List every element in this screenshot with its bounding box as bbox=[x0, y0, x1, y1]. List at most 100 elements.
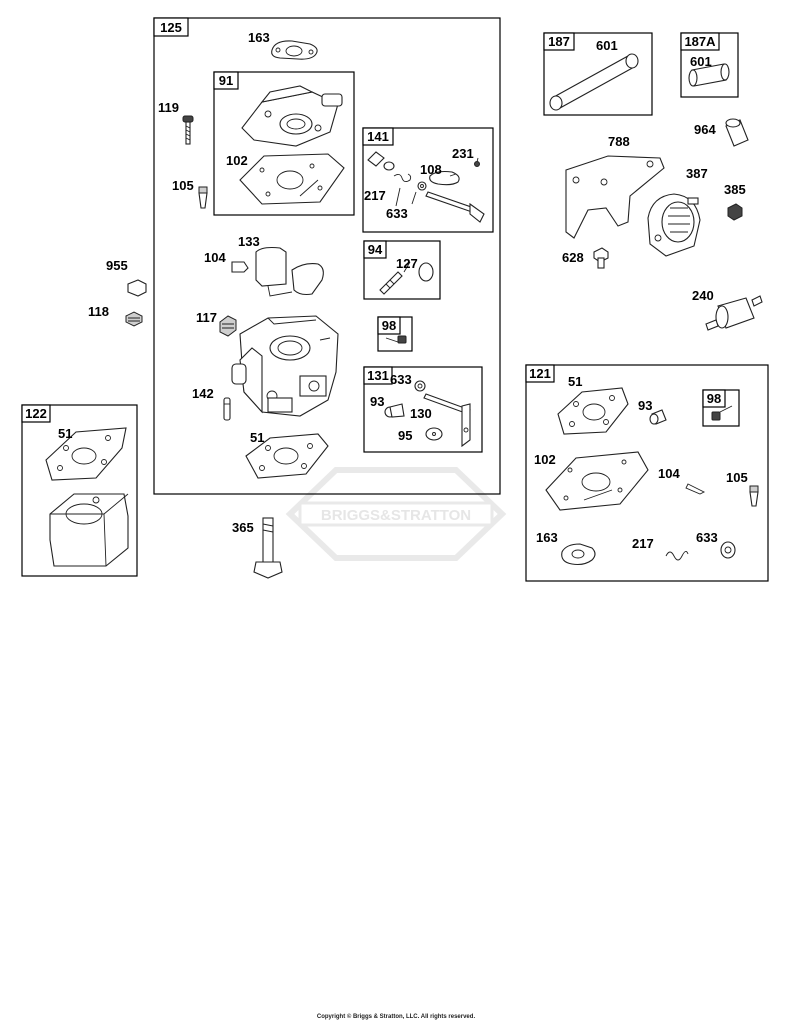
svg-text:122: 122 bbox=[25, 406, 47, 421]
label-118: 118 bbox=[88, 304, 109, 319]
label-93-121: 93 bbox=[638, 398, 652, 413]
label-93-131: 93 bbox=[370, 394, 384, 409]
label-387: 387 bbox=[686, 166, 708, 181]
screw-119 bbox=[182, 115, 194, 145]
label-240: 240 bbox=[692, 288, 714, 303]
label-133: 133 bbox=[238, 234, 260, 249]
watermark-text: BRIGGS&STRATTON bbox=[321, 507, 471, 524]
label-788: 788 bbox=[608, 134, 630, 149]
label-105-121: 105 bbox=[726, 470, 748, 485]
label-102-121: 102 bbox=[534, 452, 556, 467]
label-217-121: 217 bbox=[632, 536, 654, 551]
bracket-788 bbox=[565, 155, 665, 239]
gasket-163-top bbox=[271, 40, 318, 60]
label-127: 127 bbox=[396, 256, 418, 271]
label-601-187a: 601 bbox=[690, 54, 712, 69]
fuel-filter-240 bbox=[705, 295, 763, 331]
pin-142 bbox=[223, 397, 231, 421]
svg-text:98: 98 bbox=[382, 318, 396, 333]
float-133 bbox=[255, 246, 324, 297]
tag-131: 131 bbox=[363, 366, 393, 385]
tag-98-b: 98 bbox=[702, 389, 726, 408]
screw-98-a bbox=[385, 335, 407, 344]
label-51-121: 51 bbox=[568, 374, 582, 389]
bushing-93-121 bbox=[649, 409, 667, 425]
label-628: 628 bbox=[562, 250, 584, 265]
tag-98-a: 98 bbox=[377, 316, 401, 335]
washer-633-121 bbox=[720, 541, 736, 559]
brand-watermark: BRIGGS&STRATTON bbox=[285, 467, 507, 561]
tag-122: 122 bbox=[21, 404, 51, 423]
fuel-line-187 bbox=[549, 53, 639, 111]
label-601: 601 bbox=[596, 38, 618, 53]
frame-141 bbox=[362, 127, 494, 233]
label-633-131: 633 bbox=[390, 372, 412, 387]
leader-lines bbox=[395, 157, 479, 273]
frame-94 bbox=[363, 240, 441, 300]
tag-94: 94 bbox=[363, 240, 387, 259]
label-163-121: 163 bbox=[536, 530, 558, 545]
label-108: 108 bbox=[420, 162, 442, 177]
tag-187: 187 bbox=[543, 32, 575, 51]
label-102: 102 bbox=[226, 153, 248, 168]
label-365: 365 bbox=[232, 520, 254, 535]
washer-633-top bbox=[417, 181, 427, 191]
carb-top-cover-91 bbox=[241, 85, 343, 147]
fuel-pump-387 bbox=[647, 193, 701, 257]
frame-125 bbox=[153, 17, 501, 495]
shaft-141 bbox=[425, 191, 485, 223]
plug-117 bbox=[219, 315, 237, 337]
label-130: 130 bbox=[410, 406, 432, 421]
label-105: 105 bbox=[172, 178, 194, 193]
spring-217-121 bbox=[665, 551, 689, 561]
label-104: 104 bbox=[204, 250, 226, 265]
screw-98-b bbox=[711, 405, 733, 421]
tag-91: 91 bbox=[213, 71, 239, 90]
plate-108 bbox=[429, 170, 460, 186]
label-633: 633 bbox=[386, 206, 408, 221]
frame-121 bbox=[525, 364, 769, 582]
svg-text:141: 141 bbox=[367, 129, 389, 144]
gasket-102-top bbox=[239, 153, 345, 205]
plug-955 bbox=[127, 279, 147, 297]
tag-187a: 187A bbox=[680, 32, 720, 51]
label-51-122: 51 bbox=[58, 426, 72, 441]
label-385: 385 bbox=[724, 182, 746, 197]
plate-95 bbox=[425, 427, 443, 441]
shaft-130 bbox=[423, 393, 471, 448]
frame-187 bbox=[543, 32, 653, 116]
needle-127 bbox=[379, 262, 434, 295]
bushing-141 bbox=[367, 151, 395, 171]
spacer-122 bbox=[49, 493, 129, 567]
needle-105-left bbox=[198, 186, 208, 209]
screw-628 bbox=[593, 247, 609, 269]
washer-633-131 bbox=[414, 380, 426, 392]
pin-104-top bbox=[231, 261, 249, 273]
label-142: 142 bbox=[192, 386, 214, 401]
gasket-163-121 bbox=[561, 543, 596, 566]
pin-104-121 bbox=[685, 483, 706, 495]
tag-121: 121 bbox=[525, 364, 555, 383]
gasket-51-125 bbox=[245, 433, 329, 479]
svg-text:98: 98 bbox=[707, 391, 721, 406]
screw-385 bbox=[727, 203, 743, 221]
copyright-notice: Copyright © Briggs & Stratton, LLC. All … bbox=[316, 1014, 476, 1020]
tag-125: 125 bbox=[153, 17, 189, 37]
spring-217-top bbox=[393, 173, 412, 183]
label-955: 955 bbox=[106, 258, 128, 273]
label-964: 964 bbox=[694, 122, 716, 137]
svg-text:187: 187 bbox=[548, 34, 570, 49]
svg-text:187A: 187A bbox=[684, 34, 716, 49]
label-104-121: 104 bbox=[658, 466, 680, 481]
svg-text:91: 91 bbox=[219, 73, 233, 88]
plug-118 bbox=[125, 311, 143, 327]
needle-105-121 bbox=[749, 485, 759, 507]
frame-91 bbox=[213, 71, 355, 216]
label-119: 119 bbox=[158, 100, 179, 115]
label-163: 163 bbox=[248, 30, 270, 45]
gasket-102-121 bbox=[545, 451, 649, 511]
gasket-51-121 bbox=[557, 387, 629, 435]
label-231: 231 bbox=[452, 146, 474, 161]
svg-text:131: 131 bbox=[367, 368, 389, 383]
